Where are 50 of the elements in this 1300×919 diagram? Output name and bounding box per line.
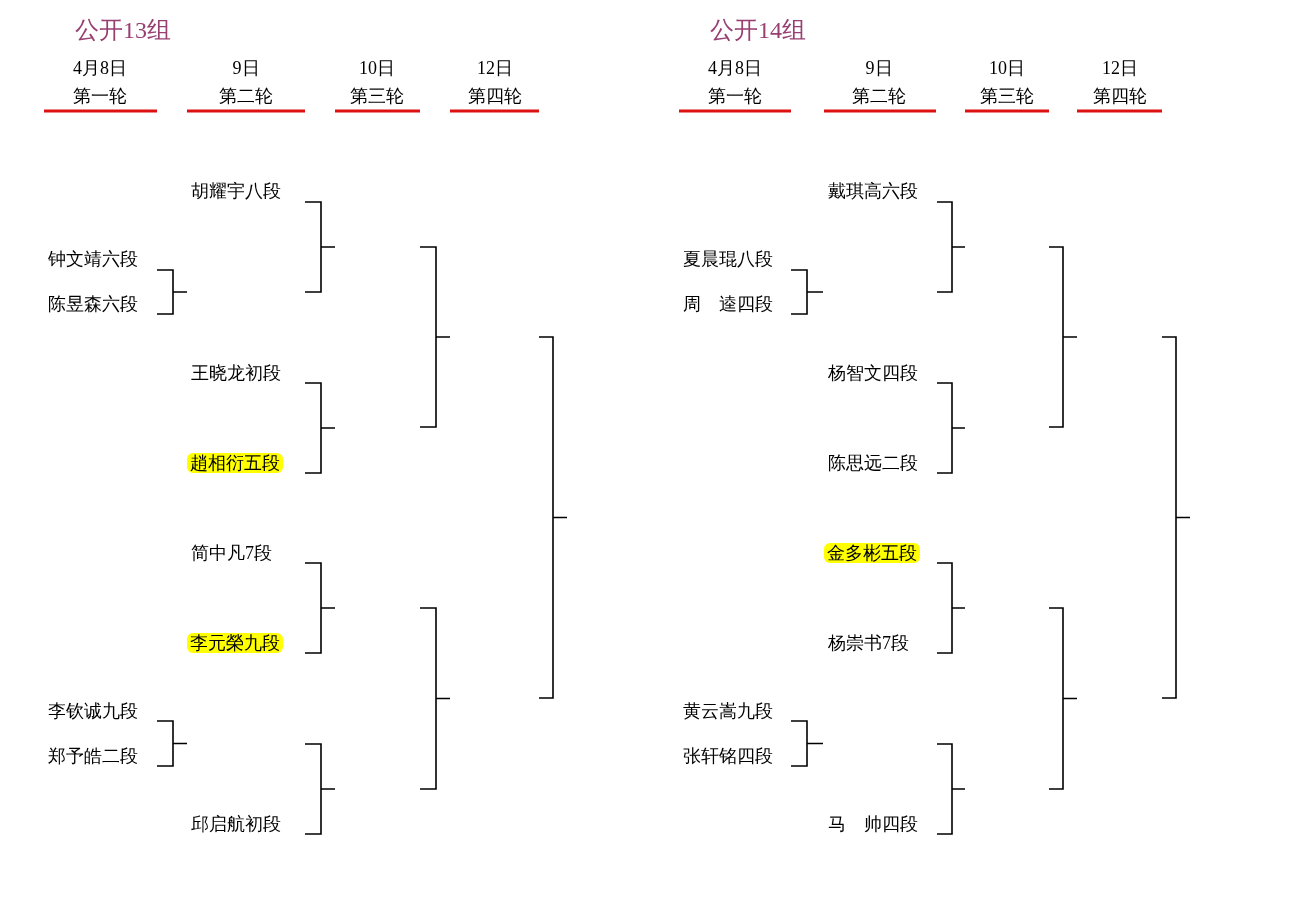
bracket-line <box>936 382 966 474</box>
date-label: 9日 <box>865 58 893 78</box>
player-name: 戴琪高六段 <box>828 181 918 201</box>
player-name: 邱启航初段 <box>191 814 281 834</box>
player-name: 陈昱森六段 <box>48 294 138 314</box>
date-label: 4月8日 <box>708 58 762 78</box>
bracket-line <box>304 201 336 293</box>
round-label: 第二轮 <box>852 86 906 106</box>
highlighted-name: 趙相衍五段 <box>187 453 283 473</box>
date-label: 9日 <box>232 58 260 78</box>
bracket-line <box>790 720 824 767</box>
player-name: 周 逵四段 <box>683 294 773 314</box>
bracket-line <box>936 201 966 293</box>
player-name: 李钦诚九段 <box>48 701 138 721</box>
player-name: 黄云嵩九段 <box>683 701 773 721</box>
round-label: 第三轮 <box>980 86 1034 106</box>
player-name: 杨崇书7段 <box>828 633 909 653</box>
date-label: 4月8日 <box>73 58 127 78</box>
round-label: 第四轮 <box>1093 86 1147 106</box>
player-name: 马 帅四段 <box>828 814 918 834</box>
bracket-line <box>936 562 966 654</box>
date-label: 10日 <box>989 58 1025 78</box>
player-name: 张轩铭四段 <box>683 746 773 766</box>
player-name: 郑予皓二段 <box>48 746 138 766</box>
date-label: 12日 <box>477 58 513 78</box>
highlighted-name: 李元榮九段 <box>187 633 283 653</box>
date-label: 12日 <box>1102 58 1138 78</box>
bracket-line <box>790 269 824 315</box>
bracket-line <box>304 382 336 474</box>
player-name: 钟文靖六段 <box>48 249 138 269</box>
bracket-line <box>156 269 188 315</box>
bracket-line <box>304 562 336 654</box>
round-label: 第一轮 <box>708 86 762 106</box>
player-name: 简中凡7段 <box>191 543 272 563</box>
group-title: 公开13组 <box>75 17 171 43</box>
player-name: 杨智文四段 <box>828 363 918 383</box>
round-label: 第二轮 <box>219 86 273 106</box>
player-name: 陈思远二段 <box>828 453 918 473</box>
round-label: 第四轮 <box>468 86 522 106</box>
player-name: 夏晨琨八段 <box>683 249 773 269</box>
bracket-line <box>156 720 188 767</box>
round-label: 第一轮 <box>73 86 127 106</box>
player-name: 王晓龙初段 <box>191 363 281 383</box>
bracket-line <box>304 743 336 835</box>
highlighted-name: 金多彬五段 <box>824 543 920 563</box>
bracket-line <box>936 743 966 835</box>
date-label: 10日 <box>359 58 395 78</box>
player-name: 胡耀宇八段 <box>191 181 281 201</box>
round-label: 第三轮 <box>350 86 404 106</box>
group-title: 公开14组 <box>710 17 806 43</box>
